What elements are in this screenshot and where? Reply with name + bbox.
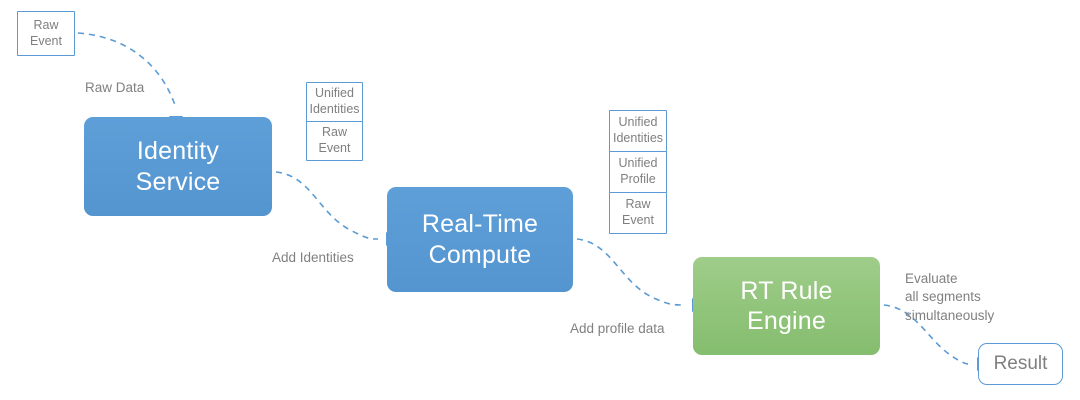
node-identity-service-label: Identity Service — [135, 137, 221, 196]
node-rt-rule-engine[interactable]: RT Rule Engine — [693, 257, 880, 355]
stack-item-unified-identities[interactable]: Unified Identities — [306, 82, 363, 122]
edge-label-add-identities: Add Identities — [272, 231, 354, 267]
edge-label-add-profile-data: Add profile data — [570, 302, 665, 338]
stack-item-label: Unified Identities — [309, 86, 360, 116]
node-rt-rule-engine-label: RT Rule Engine — [740, 276, 833, 336]
stack-item-label: Unified Profile — [618, 156, 658, 186]
stack-item-raw-event[interactable]: Raw Event — [306, 121, 363, 161]
node-raw-event-source-label: Raw Event — [30, 17, 62, 48]
edge-label-text: Evaluate all segments simultaneously — [905, 271, 995, 323]
node-identity-service[interactable]: Identity Service — [84, 117, 272, 216]
edge-label-raw-data: Raw Data — [85, 61, 144, 97]
node-result-label: Result — [993, 353, 1048, 374]
edge-path-add-profile-data — [576, 238, 685, 306]
stack-item-unified-identities[interactable]: Unified Identities — [609, 110, 667, 152]
stack-item-label: Unified Identities — [612, 115, 664, 145]
edge-label-text: Add profile data — [570, 321, 665, 337]
stack-payload-after-compute: Unified Identities Unified Profile Raw E… — [609, 110, 667, 234]
node-result[interactable]: Result — [978, 343, 1063, 385]
stack-item-unified-profile[interactable]: Unified Profile — [609, 151, 667, 193]
node-raw-event-source[interactable]: Raw Event — [17, 11, 75, 56]
edge-label-text: Raw Data — [85, 80, 145, 96]
stack-item-label: Raw Event — [622, 197, 654, 227]
edge-label-text: Add Identities — [272, 250, 354, 266]
node-real-time-compute-label: Real-Time Compute — [421, 210, 539, 269]
edge-label-evaluate-segments: Evaluate all segments simultaneously — [905, 252, 994, 325]
edge-path-add-identities — [275, 171, 379, 240]
stack-payload-after-identity: Unified Identities Raw Event — [306, 82, 363, 161]
stack-item-raw-event[interactable]: Raw Event — [609, 192, 667, 234]
node-real-time-compute[interactable]: Real-Time Compute — [387, 187, 573, 292]
stack-item-label: Raw Event — [318, 125, 351, 155]
